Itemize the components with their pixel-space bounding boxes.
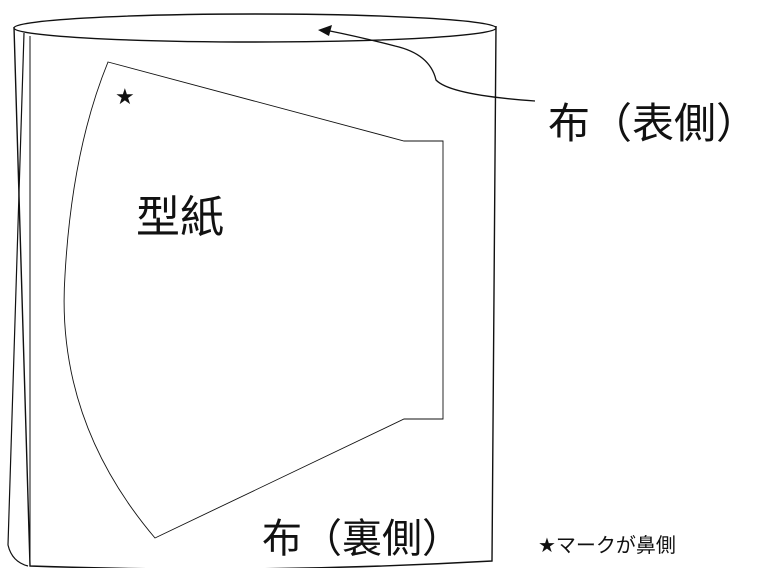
pattern-label: 型紙 <box>136 192 224 243</box>
fabric-outline <box>13 25 497 568</box>
fabric-back-layer-outline <box>7 32 29 567</box>
fabric-front-label: 布（表側） <box>548 99 758 148</box>
pattern-paper-outline <box>63 61 444 539</box>
star-mark: ★ <box>115 85 135 110</box>
fabric-back-label: 布（裏側） <box>262 516 462 562</box>
star-note-label: ★マークが鼻側 <box>538 533 676 557</box>
fabric-top-ellipse <box>13 13 497 43</box>
front-side-arrow <box>329 30 536 102</box>
arrow-head-icon <box>318 25 332 36</box>
